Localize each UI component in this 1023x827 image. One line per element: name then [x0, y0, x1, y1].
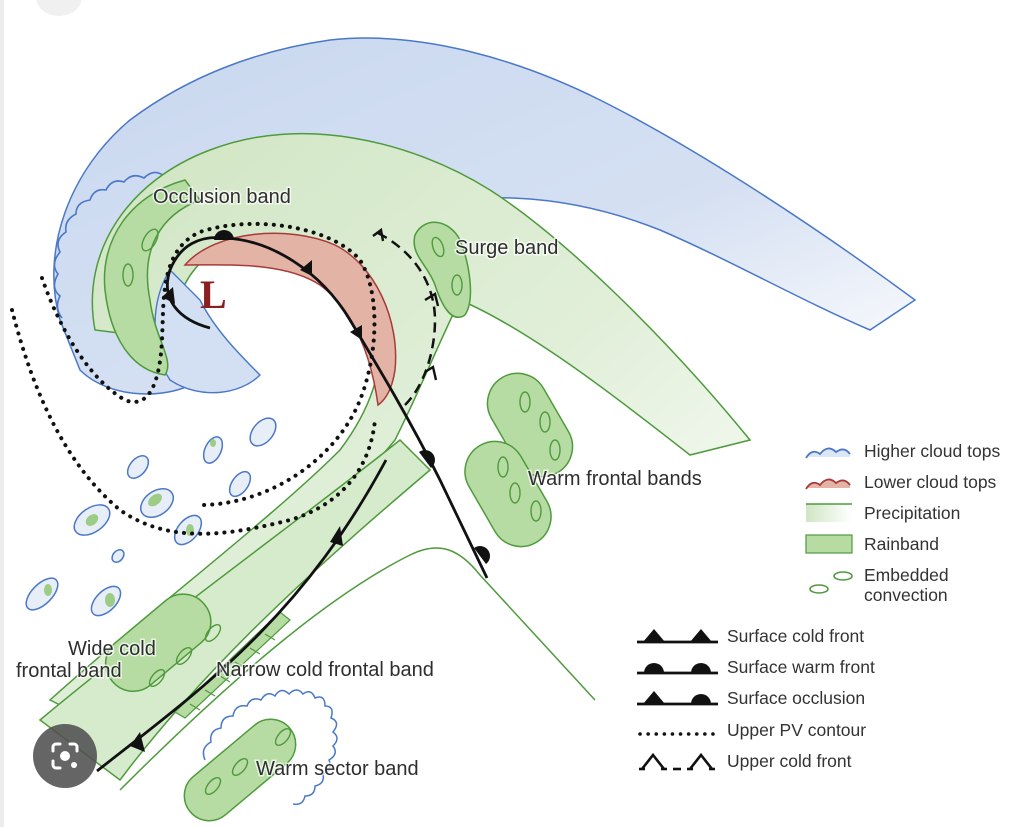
label-narrow-cold-frontal-band: Narrow cold frontal band [216, 659, 434, 681]
legend-label-upper-pv-contour: Upper PV contour [727, 720, 866, 740]
label-warm-frontal-bands: Warm frontal bands [528, 468, 702, 490]
upper-cold-front [377, 231, 437, 406]
higher-cloud-tops-icon-edge [805, 447, 851, 459]
legend-label-surface-cold-front: Surface cold front [727, 626, 864, 646]
legend-item-surface-cold-front: Surface cold front [637, 626, 864, 646]
legend-label-surface-occlusion: Surface occlusion [727, 688, 865, 708]
narrow-cold-frontal-rainband [174, 611, 291, 719]
legend-item-precipitation: Precipitation [806, 503, 960, 523]
upper-cold-front-icon [639, 752, 715, 771]
lower-cloud-tops [183, 232, 397, 407]
visual-search-button[interactable] [33, 724, 97, 788]
legend-item-higher-cloud-tops: Higher cloud tops [805, 441, 1000, 461]
legend-item-lower-cloud-tops: Lower cloud tops [805, 472, 997, 492]
lower-cloud-tops-icon-edge [805, 478, 851, 490]
low-pressure-symbol: L [200, 272, 227, 317]
surge-rainband [413, 221, 472, 318]
dry-slot [210, 249, 376, 490]
label-wide-cold-frontal-band-line2: frontal band [16, 660, 122, 682]
legend-item-upper-cold-front: Upper cold front [639, 751, 852, 771]
legend-label-lower-cloud-tops: Lower cloud tops [864, 472, 997, 492]
upper-pv-contour-outer [10, 308, 377, 536]
label-surge-band: Surge band [455, 237, 558, 259]
embedded-convection-icon [809, 571, 853, 594]
surface-occlusion-front [166, 236, 489, 579]
convective-cell-cores [44, 439, 216, 607]
warm-frontal-rainbands [464, 372, 574, 548]
visual-search-icon [51, 742, 79, 770]
legend-item-surface-warm-front: Surface warm front [637, 657, 875, 677]
warm-sector-cloud-edge [202, 689, 338, 806]
legend-item-rainband: Rainband [805, 534, 939, 554]
warm-sector-boundary [119, 547, 596, 791]
wide-cold-frontal-rainband [104, 593, 222, 693]
label-wide-cold-frontal-band-line1: Wide cold [68, 638, 156, 660]
legend-label-rainband: Rainband [864, 534, 939, 554]
legend-item-embedded-convection: Embedded convection [809, 565, 949, 605]
surface-front-symbols [162, 230, 490, 564]
legend-label-upper-cold-front: Upper cold front [727, 751, 852, 771]
legend-label-embedded-convection-line1: Embedded [864, 565, 949, 585]
legend-label-surface-warm-front: Surface warm front [727, 657, 875, 677]
label-occlusion-band: Occlusion band [153, 186, 291, 208]
legend-label-embedded-convection-line2: convection [864, 585, 948, 605]
surface-cold-front-symbols [130, 526, 343, 752]
occlusion-rainband [103, 179, 202, 376]
legend-label-precipitation: Precipitation [864, 503, 960, 523]
top-partial-avatar[interactable] [36, 0, 82, 16]
surface-cold-front-icon [637, 629, 718, 644]
legend-fronts: Surface cold front Surface warm front Su… [637, 626, 875, 771]
precipitation-icon [806, 504, 852, 522]
surface-warm-front-icon [637, 663, 718, 675]
rainband-icon [805, 534, 853, 554]
surface-occlusion-icon [637, 691, 718, 706]
legend-item-surface-occlusion: Surface occlusion [637, 688, 865, 708]
upper-cold-front-markers [372, 227, 440, 381]
label-warm-sector-band: Warm sector band [256, 758, 419, 780]
legend-areas: Higher cloud tops Lower cloud tops Preci… [805, 441, 1000, 605]
legend-item-upper-pv-contour: Upper PV contour [638, 720, 866, 740]
page-edge [0, 0, 4, 827]
legend-label-higher-cloud-tops: Higher cloud tops [864, 441, 1000, 461]
warm-sector-rainband [183, 718, 297, 822]
